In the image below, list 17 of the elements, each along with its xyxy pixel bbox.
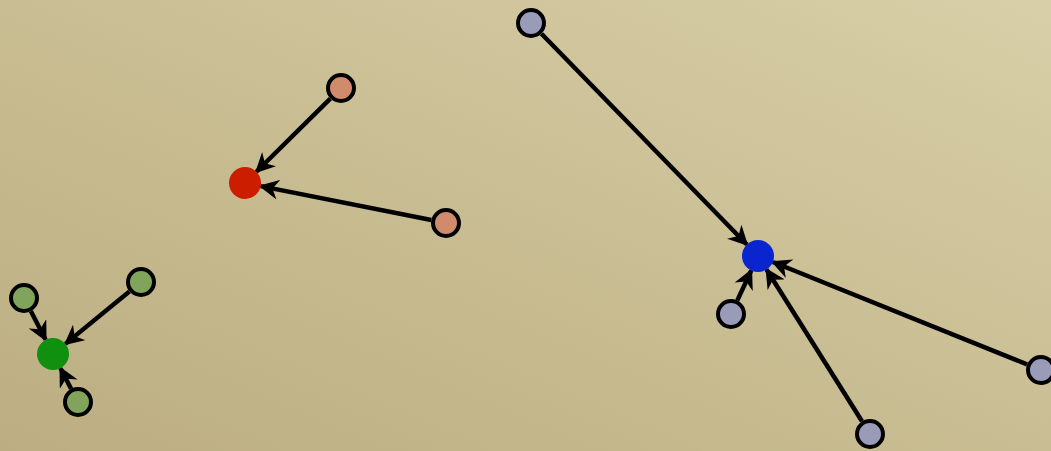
graph-node [516, 8, 546, 38]
graph-node [126, 267, 156, 297]
arrow [63, 289, 131, 346]
arrow [258, 179, 432, 223]
graph-node [326, 73, 356, 103]
graph-node [9, 283, 39, 313]
arrow [58, 366, 78, 390]
graph-node [63, 387, 93, 417]
graph-node [431, 208, 461, 238]
graph-node [716, 299, 746, 329]
graph-node [229, 167, 261, 199]
graph-node [1026, 355, 1051, 385]
arrow [771, 259, 1028, 367]
arrow [734, 268, 754, 302]
graph-node [855, 419, 885, 449]
graph-node [37, 338, 69, 370]
graph-node [742, 240, 774, 272]
